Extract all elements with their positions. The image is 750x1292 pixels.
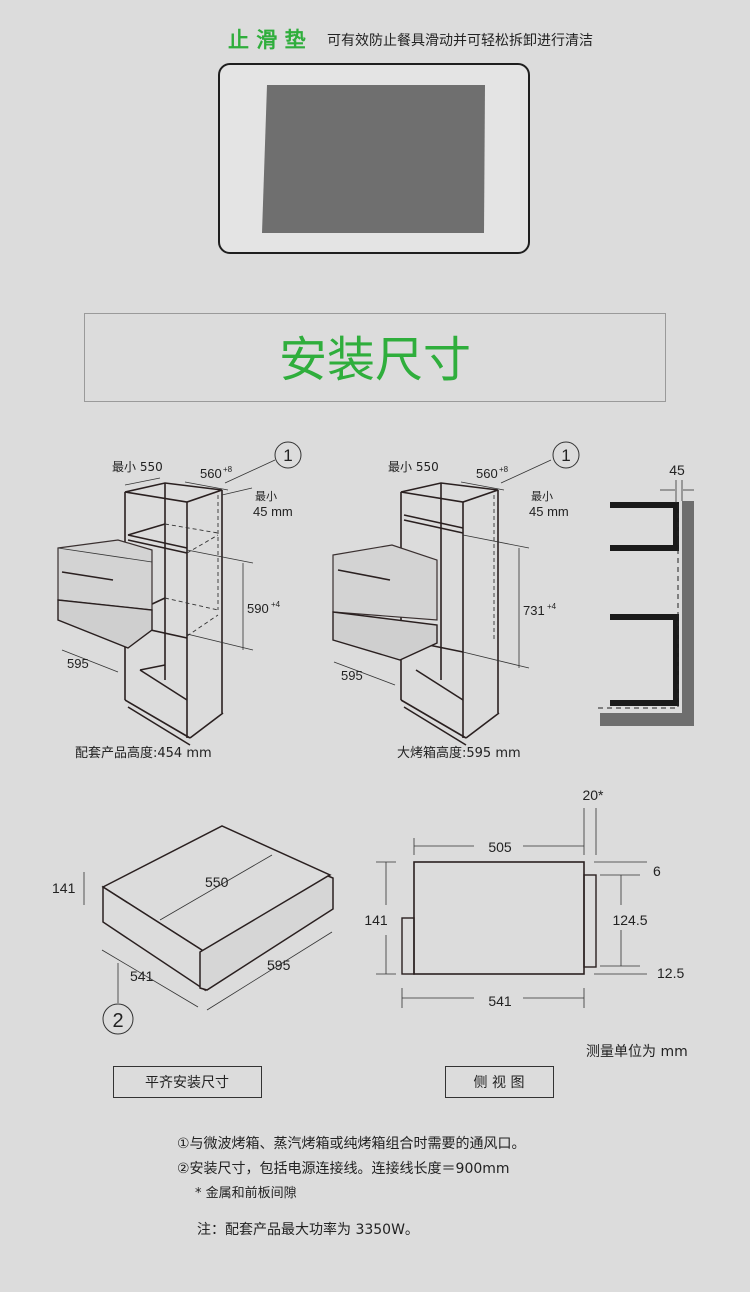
side-depth-label: 541	[130, 968, 154, 984]
marker-2: 2	[112, 1010, 123, 1032]
bottom-offset-label: 12.5	[657, 965, 684, 981]
side-view-rear-panel	[401, 917, 415, 975]
mat-description: 可有效防止餐具滑动并可轻松拆卸进行清洁	[327, 32, 593, 49]
top-offset-label: 6	[653, 863, 661, 879]
airflow-path	[598, 503, 679, 709]
drawer-front-panel	[199, 875, 334, 991]
marker-1-circle	[274, 441, 302, 469]
side-view-diagram: 505 20* 6 124.5 12.5 141 541 测量单位为 mm 侧 …	[364, 787, 688, 1098]
side-view-front-panel	[583, 874, 597, 968]
side-view-label-box	[445, 1066, 554, 1098]
section-title-box	[84, 313, 666, 402]
width-label: 560	[200, 466, 222, 481]
anti-slip-mat-image	[262, 85, 485, 233]
min-gap-value: 45 mm	[253, 504, 293, 519]
flush-install-label-box	[113, 1066, 262, 1098]
section-title: 安装尺寸	[279, 332, 471, 388]
marker-1-circle	[552, 441, 580, 469]
height-label: 141	[364, 912, 388, 928]
body-depth-label: 505	[488, 839, 512, 855]
side-view-body	[413, 861, 585, 975]
wall	[682, 501, 694, 726]
oven-unit-2	[332, 544, 438, 661]
marker-1: 1	[561, 446, 570, 465]
min-width-label: 最小 550	[112, 460, 163, 474]
note-1: ①与微波烤箱、蒸汽烤箱或纯烤箱组合时需要的通风口。	[177, 1136, 526, 1152]
warming-drawer-1	[57, 599, 153, 649]
floor	[600, 713, 694, 726]
height-tolerance: +4	[547, 602, 557, 611]
oven-unit-1	[57, 539, 153, 649]
notes: ①与微波烤箱、蒸汽烤箱或纯烤箱组合时需要的通风口。 ②安装尺寸，包括电源连接线。…	[177, 1136, 526, 1238]
caption-2: 大烤箱高度:595 mm	[397, 745, 521, 761]
front-width-label: 595	[67, 656, 89, 671]
ventilation-diagram: 45	[598, 462, 694, 726]
drawer-iso-diagram: 550 141 541 595 2 平齐安装尺寸	[52, 825, 334, 1098]
height-label: 731	[523, 603, 545, 618]
front-height-label: 124.5	[612, 912, 647, 928]
total-depth-label: 541	[488, 993, 512, 1009]
min-gap-label: 最小	[531, 490, 553, 503]
height-label: 141	[52, 880, 76, 896]
note-3: * 金属和前板间隙	[195, 1185, 297, 1201]
caption-1: 配套产品高度:454 mm	[75, 745, 212, 761]
upper-cabinet-section	[610, 502, 679, 551]
note-2: ②安装尺寸，包括电源连接线。连接线长度＝900mm	[177, 1160, 510, 1177]
front-width-label: 595	[267, 957, 291, 973]
gap-label: 20*	[582, 787, 604, 803]
depth-label: 550	[205, 874, 229, 890]
note-power: 注：配套产品最大功率为 3350W。	[197, 1221, 419, 1238]
marker-1: 1	[283, 446, 292, 465]
width-tolerance: +8	[223, 465, 233, 474]
height-tolerance: +4	[271, 600, 281, 609]
unit-note: 测量单位为 mm	[586, 1044, 688, 1060]
front-width-label: 595	[341, 668, 363, 683]
lower-cabinet-section	[610, 614, 679, 706]
height-label: 590	[247, 601, 269, 616]
side-view-label: 侧 视 图	[474, 1075, 525, 1091]
gap-label: 45	[669, 462, 685, 478]
cabinet-diagram-1: 最小 550 560 +8 最小 45 mm 590 +4 595 1 配套产品…	[57, 441, 302, 761]
mat-title: 止 滑 垫	[228, 28, 306, 52]
cabinet-diagram-2: 最小 550 560 +8 最小 45 mm 731 +4 595 1 大烤箱高…	[332, 441, 580, 761]
min-gap-label: 最小	[255, 490, 277, 503]
cabinet-1-drawing	[124, 482, 254, 746]
min-gap-value: 45 mm	[529, 504, 569, 519]
flush-install-label: 平齐安装尺寸	[145, 1075, 229, 1091]
marker-2-circle	[102, 1003, 134, 1035]
width-tolerance: +8	[499, 465, 509, 474]
warming-drawer-2	[332, 611, 438, 661]
width-label: 560	[476, 466, 498, 481]
min-width-label: 最小 550	[388, 460, 439, 474]
cabinet-2-drawing	[400, 482, 530, 746]
